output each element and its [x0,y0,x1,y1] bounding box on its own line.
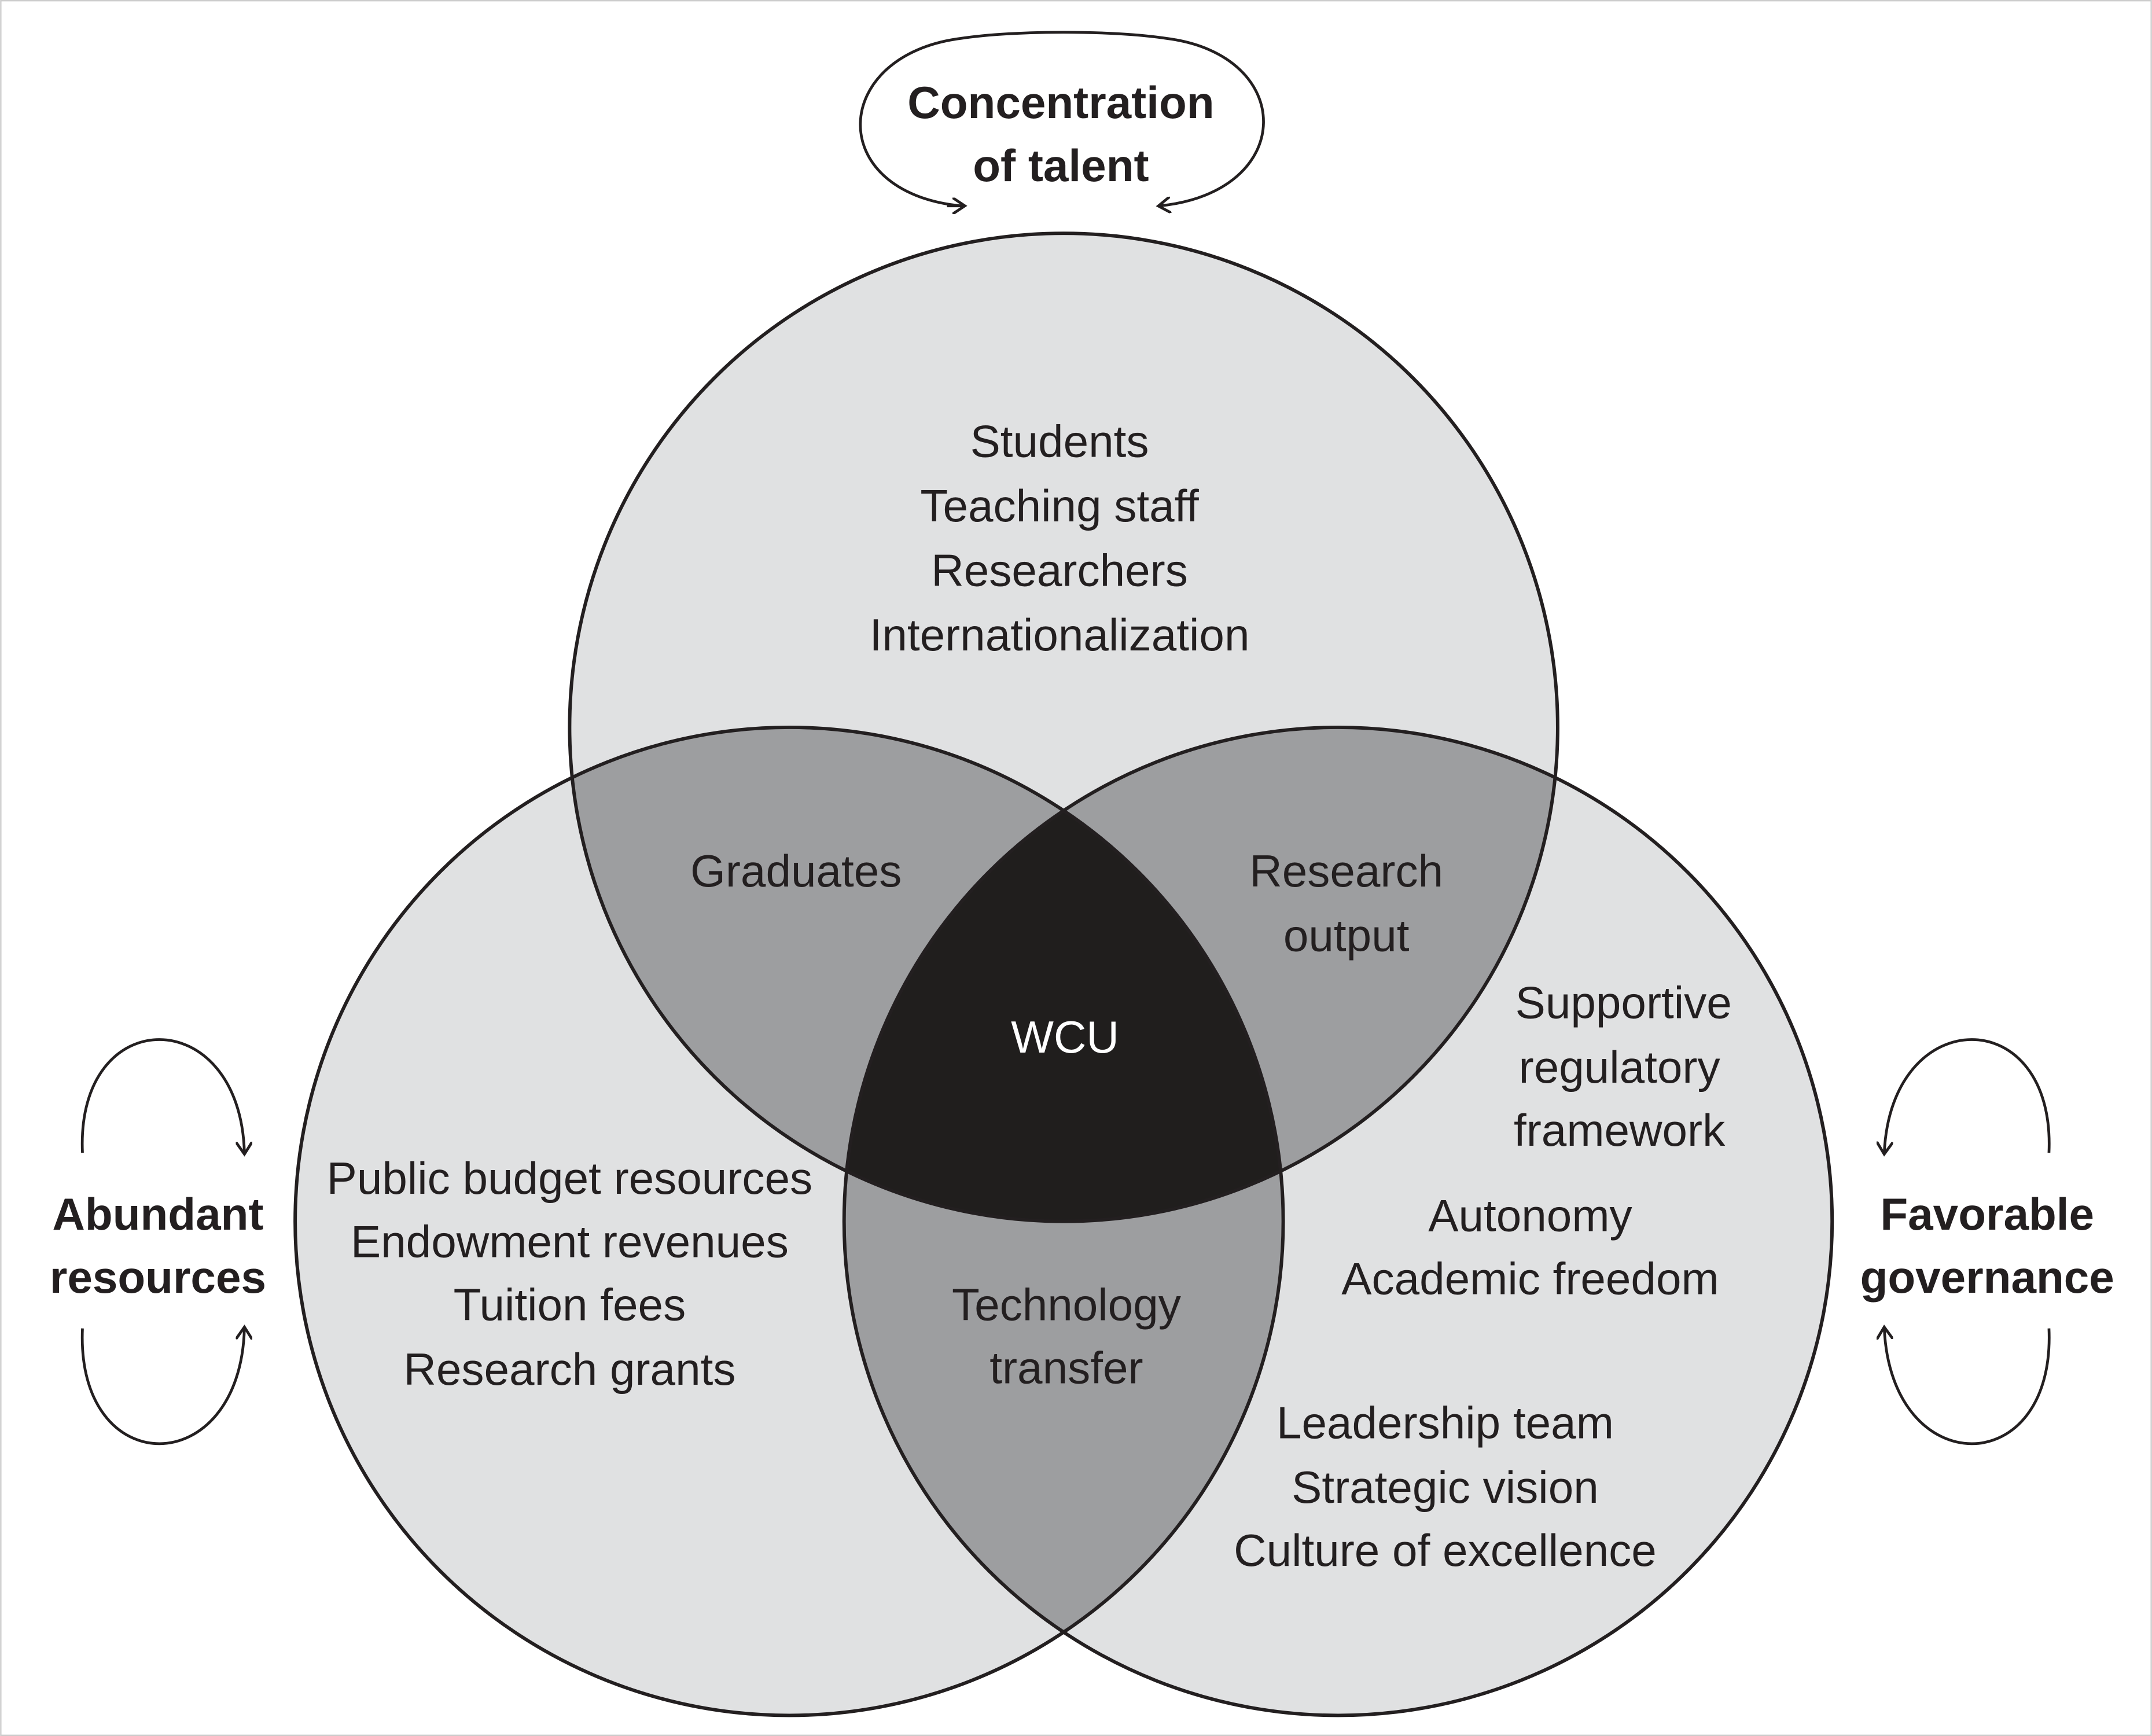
region-item: output [1283,910,1410,961]
talent-label-line-2: of talent [973,140,1149,191]
governance-label-line-2: governance [1860,1252,2114,1303]
region-item: Public budget resources [327,1153,813,1204]
region-item: framework [1514,1105,1726,1156]
governance-items: Supportive regulatory framework Autonomy… [1234,977,1732,1576]
region-item: Culture of excellence [1234,1525,1657,1576]
region-item: regulatory [1519,1042,1720,1093]
wcu-center-label: WCU [1011,1012,1119,1062]
circle-outlines [293,231,1834,1717]
region-item: Strategic vision [1292,1462,1599,1513]
region-item: Endowment revenues [351,1216,789,1267]
talent-cycle-arrows-icon [859,31,1265,206]
region-item: Technology [952,1279,1181,1330]
research-output-label: Research output [1249,845,1443,961]
resources-items: Public budget resources Endowment revenu… [327,1153,813,1395]
resources-label-line-2: resources [50,1252,266,1303]
region-item: Teaching staff [920,480,1199,531]
talent-label: Concentration of talent [907,77,1214,191]
talent-items: Students Teaching staff Researchers Inte… [870,416,1250,660]
region-item: transfer [989,1343,1143,1393]
region-item: Internationalization [870,609,1250,660]
region-item: Researchers [931,545,1188,596]
graduates-label: Graduates [690,845,902,896]
governance-cycle-arrows-icon [1884,1038,2051,1445]
center-overlap [844,727,1283,1222]
region-item: Leadership team [1277,1397,1614,1448]
resources-label: Abundant resources [50,1189,266,1303]
talent-label-line-1: Concentration [907,77,1214,128]
region-item: Research [1249,845,1443,896]
governance-label-line-1: Favorable [1880,1189,2094,1240]
resources-cycle-arrows-icon [80,1038,244,1445]
technology-transfer-label: Technology transfer [952,1279,1181,1393]
circle-fills [295,233,1833,1716]
region-item: Students [970,416,1149,467]
region-item: Autonomy [1428,1190,1632,1241]
region-item: Research grants [403,1344,735,1395]
resources-label-line-1: Abundant [52,1189,263,1240]
governance-label: Favorable governance [1860,1189,2114,1303]
region-item: Tuition fees [454,1279,686,1330]
region-item: Academic freedom [1341,1253,1719,1304]
region-item: Supportive [1515,977,1732,1028]
